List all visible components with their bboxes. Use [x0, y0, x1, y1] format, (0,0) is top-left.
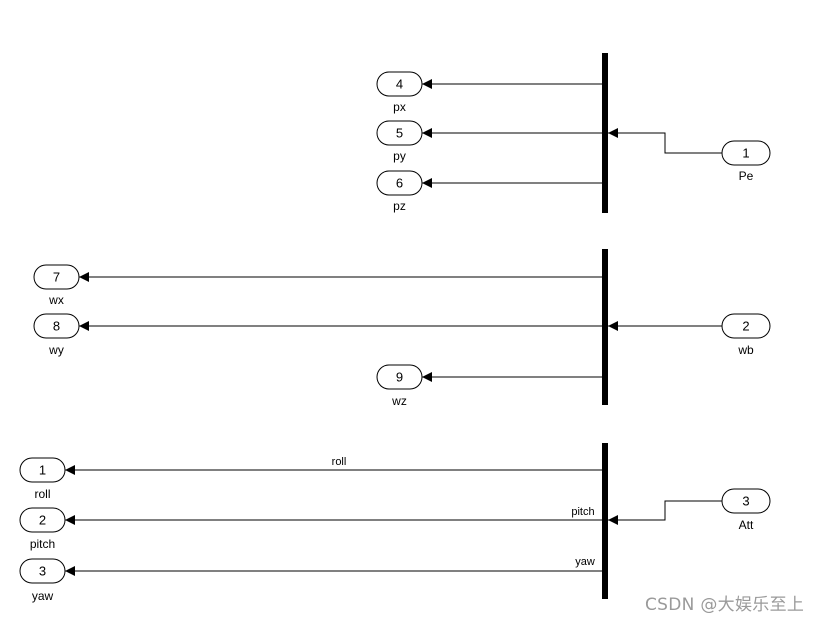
- demux-group-wb: 2 wb 7 wx 8 wy 9 wz: [33, 249, 771, 408]
- inport-number: 2: [742, 319, 749, 334]
- demux-block-wb[interactable]: [602, 249, 608, 405]
- inport-label: wb: [737, 343, 754, 357]
- signal-label-roll: roll: [332, 456, 347, 468]
- demux-group-pe: 1 Pe 4 px 5 py 6 pz: [376, 53, 771, 213]
- outport-block-wy[interactable]: 8 wy: [33, 313, 80, 357]
- signal-line-pe: [608, 128, 722, 154]
- outport-shape[interactable]: [376, 170, 423, 196]
- outport-shape[interactable]: [19, 558, 66, 584]
- outport-label: yaw: [32, 589, 54, 603]
- watermark-text: CSDN @大娱乐至上: [645, 595, 805, 615]
- outport-label: px: [393, 100, 406, 114]
- outport-block-wx[interactable]: 7 wx: [33, 264, 80, 307]
- outport-label: roll: [34, 487, 50, 501]
- signal-line-att: [608, 500, 722, 525]
- outport-shape[interactable]: [19, 457, 66, 483]
- outport-shape[interactable]: [33, 264, 80, 290]
- inport-block-att[interactable]: 3 Att: [721, 488, 771, 532]
- outport-label: wz: [391, 394, 407, 408]
- inport-block-pe[interactable]: 1 Pe: [721, 140, 771, 183]
- outport-number: 2: [39, 513, 46, 528]
- outport-block-yaw[interactable]: 3 yaw: [19, 558, 66, 603]
- outport-shape[interactable]: [376, 71, 423, 97]
- inport-shape[interactable]: [721, 140, 771, 166]
- outport-label: wx: [48, 293, 64, 307]
- outport-block-px[interactable]: 4 px: [376, 71, 423, 114]
- outport-block-py[interactable]: 5 py: [376, 120, 423, 163]
- outport-shape[interactable]: [376, 364, 423, 390]
- outport-number: 5: [396, 126, 403, 141]
- demux-group-att: roll pitch yaw 3 Att 1 roll 2 pitch 3 ya…: [19, 443, 771, 603]
- outport-label: py: [393, 149, 406, 163]
- inport-shape[interactable]: [721, 313, 771, 339]
- demux-block-pe[interactable]: [602, 53, 608, 213]
- outport-label: pz: [393, 199, 406, 213]
- signal-label-yaw: yaw: [575, 556, 595, 568]
- inport-label: Pe: [739, 169, 754, 183]
- outport-block-pitch[interactable]: 2 pitch: [19, 507, 66, 551]
- outport-label: wy: [48, 343, 64, 357]
- outport-block-roll[interactable]: 1 roll: [19, 457, 66, 501]
- inport-label: Att: [739, 518, 754, 532]
- outport-block-pz[interactable]: 6 pz: [376, 170, 423, 213]
- outport-block-wz[interactable]: 9 wz: [376, 364, 423, 408]
- inport-number: 1: [742, 146, 749, 161]
- outport-label: pitch: [30, 537, 55, 551]
- inport-shape[interactable]: [721, 488, 771, 514]
- outport-shape[interactable]: [376, 120, 423, 146]
- outport-number: 7: [53, 270, 60, 285]
- inport-number: 3: [742, 494, 749, 509]
- outport-number: 6: [396, 176, 403, 191]
- outport-number: 9: [396, 370, 403, 385]
- inport-block-wb[interactable]: 2 wb: [721, 313, 771, 357]
- outport-number: 1: [39, 463, 46, 478]
- outport-number: 4: [396, 77, 403, 92]
- outport-shape[interactable]: [19, 507, 66, 533]
- demux-block-att[interactable]: [602, 443, 608, 599]
- signal-label-pitch: pitch: [571, 506, 594, 518]
- outport-number: 3: [39, 564, 46, 579]
- outport-shape[interactable]: [33, 313, 80, 339]
- outport-number: 8: [53, 319, 60, 334]
